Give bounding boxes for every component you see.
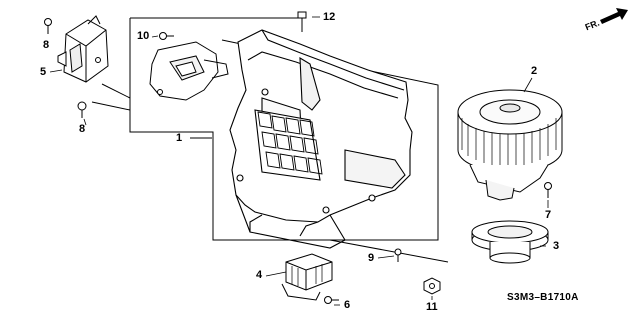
callout-part-2: 2 bbox=[531, 65, 538, 77]
front-direction-arrow-icon bbox=[600, 8, 628, 24]
bolt-12 bbox=[297, 11, 307, 32]
callout-part-4: 4 bbox=[256, 269, 263, 281]
callout-part-12: 12 bbox=[323, 11, 336, 23]
callout-part-6: 6 bbox=[344, 299, 351, 311]
callout-part-3: 3 bbox=[553, 240, 560, 252]
screw-7 bbox=[544, 182, 552, 198]
actuator-motor bbox=[57, 15, 109, 83]
actuator-bracket bbox=[149, 41, 229, 101]
callout-part-8-lower: 8 bbox=[79, 123, 86, 135]
leader-lines bbox=[49, 16, 549, 306]
callout-part-1: 1 bbox=[176, 132, 183, 144]
callout-part-11: 11 bbox=[426, 301, 438, 313]
fasteners bbox=[44, 11, 552, 304]
callout-part-10: 10 bbox=[137, 30, 150, 42]
power-transistor bbox=[281, 253, 333, 301]
callout-part-9: 9 bbox=[368, 252, 375, 264]
blower-motor bbox=[457, 89, 563, 201]
callout-part-7: 7 bbox=[545, 209, 552, 221]
screw-6 bbox=[324, 296, 339, 304]
callout-part-8-top: 8 bbox=[43, 39, 50, 51]
nut-11 bbox=[423, 277, 441, 295]
callout-part-5: 5 bbox=[40, 66, 47, 78]
screw-9 bbox=[394, 248, 402, 262]
screw-10 bbox=[159, 32, 174, 40]
duct-ring bbox=[471, 220, 549, 264]
screw-8-top bbox=[44, 18, 52, 34]
screw-8-lower bbox=[77, 101, 87, 118]
heater-unit bbox=[229, 29, 413, 249]
diagram-code: S3M3–B1710A bbox=[507, 292, 579, 303]
